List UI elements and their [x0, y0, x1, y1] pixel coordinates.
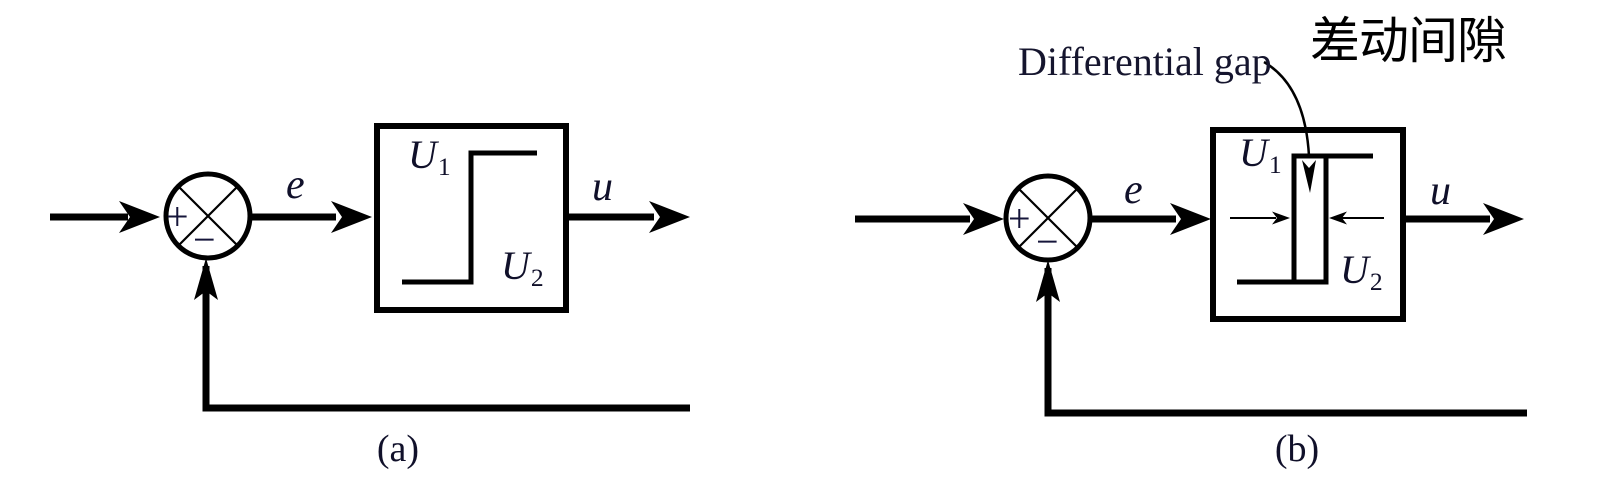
minus-sign-a: − — [193, 217, 216, 262]
output-label-b: u — [1430, 168, 1451, 214]
relay-upper-label-a: U1 — [408, 135, 451, 180]
error-label-b: e — [1124, 167, 1143, 213]
relay-lower-sub-a: 2 — [530, 263, 544, 293]
error-arrowhead-a — [331, 201, 372, 233]
relay-upper-sub-a: 1 — [437, 152, 451, 182]
gap-pointer-left-arrowhead — [1272, 211, 1290, 225]
error-arrowhead-b — [1170, 203, 1211, 235]
annotation-leader-curve — [1263, 60, 1311, 157]
gap-pointer-right-arrowhead — [1329, 211, 1347, 225]
relay-lower-base-b: U — [1340, 247, 1369, 292]
feedback-path-b — [1044, 268, 1527, 417]
diagram-b-lines — [855, 60, 1527, 417]
feedback-path-a — [202, 266, 690, 412]
input-arrowhead-b — [963, 203, 1004, 235]
feedback-arrowhead-a — [194, 258, 218, 300]
caption-a: (a) — [376, 428, 420, 470]
output-label-a: u — [592, 164, 613, 210]
output-arrowhead-b — [1483, 203, 1524, 235]
relay-lower-label-b: U2 — [1340, 250, 1383, 295]
relay-upper-base-b: U — [1239, 130, 1268, 175]
relay-lower-sub-b: 2 — [1369, 267, 1383, 297]
hysteresis-curve-b — [1237, 153, 1373, 285]
relay-upper-sub-b: 1 — [1268, 150, 1282, 180]
relay-upper-base-a: U — [408, 132, 437, 177]
relay-lower-base-a: U — [501, 243, 530, 288]
relay-lower-label-a: U2 — [501, 246, 544, 291]
annotation-arrowhead — [1302, 160, 1316, 193]
feedback-arrowhead-b — [1036, 260, 1060, 302]
relay-step-curve-a — [402, 150, 537, 285]
relay-upper-label-b: U1 — [1239, 133, 1282, 178]
differential-gap-label-zh: 差动间隙 — [1310, 12, 1507, 70]
relay-block-b — [1210, 127, 1406, 322]
differential-gap-label-en: Differential gap — [1018, 39, 1272, 84]
minus-sign-b: − — [1036, 219, 1059, 264]
junction-cross-a — [177, 185, 239, 247]
error-label-a: e — [286, 162, 305, 208]
caption-b: (b) — [1274, 428, 1320, 470]
input-arrowhead-a — [119, 201, 160, 233]
junction-cross-b — [1017, 187, 1079, 249]
diagram-a-lines — [50, 123, 690, 412]
output-arrowhead-a — [649, 201, 690, 233]
plus-sign-b: + — [1008, 196, 1031, 241]
plus-sign-a: + — [166, 194, 189, 239]
